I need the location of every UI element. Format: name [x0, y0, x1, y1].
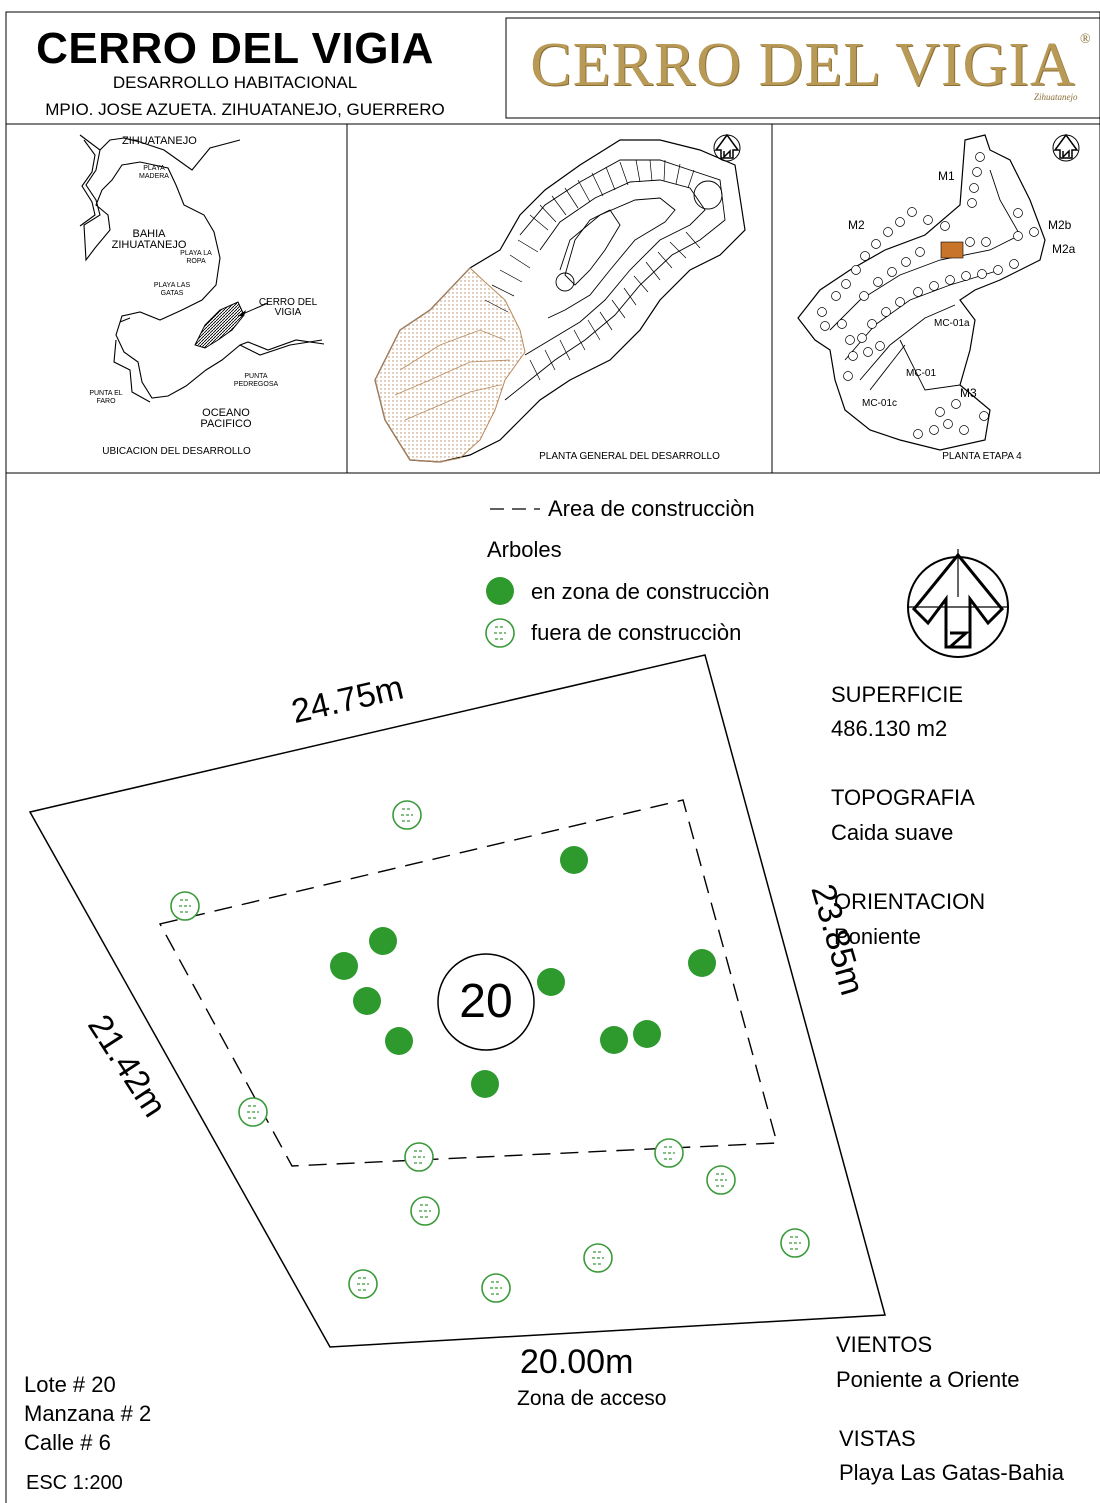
- tree-filled-icon: [486, 577, 514, 605]
- tree-outline-icon: [481, 1273, 511, 1303]
- page-location: MPIO. JOSE AZUETA. ZIHUATANEJO, GUERRERO: [45, 100, 445, 119]
- general-plan-phase: [374, 267, 526, 463]
- north-arrow-icon: [907, 549, 1009, 658]
- legend-trees-outside: fuera de construcciòn: [531, 620, 742, 645]
- topografia-value: Caida suave: [831, 820, 954, 845]
- north-arrow-icon: [1052, 134, 1080, 162]
- tree-filled-icon: [471, 1070, 499, 1098]
- label-bahia: BAHIA ZIHUATANEJO: [111, 228, 187, 251]
- logo-tagline: Zihuatanejo: [1034, 92, 1078, 102]
- label-zihuatanejo: ZIHUATANEJO: [122, 135, 197, 147]
- tree-filled-icon: [353, 987, 381, 1015]
- tree-filled-icon: [330, 952, 358, 980]
- north-arrow-icon: [713, 134, 741, 162]
- page-title: CERRO DEL VIGIA: [36, 24, 434, 73]
- vientos-value: Poniente a Oriente: [836, 1367, 1020, 1392]
- etapa-label-m2a: M2a: [1052, 242, 1076, 256]
- tree-outline-icon: [485, 618, 515, 648]
- legend-trees-inside: en zona de construcciòn: [531, 579, 770, 604]
- etapa-lot-markers: [817, 152, 1039, 439]
- caption-general: PLANTA GENERAL DEL DESARROLLO: [539, 451, 720, 462]
- vistas-value: Playa Las Gatas-Bahia: [839, 1460, 1065, 1485]
- lot-boundary: [28, 654, 886, 1348]
- etapa-label-m2: M2: [848, 218, 865, 232]
- etapa-label-m3: M3: [960, 386, 977, 400]
- label-oceano: OCEANO PACIFICO: [200, 407, 252, 430]
- label-punta-faro: PUNTA EL FARO: [89, 390, 123, 405]
- orientacion-value: Poniente: [834, 924, 921, 949]
- dim-bottom-note: Zona de acceso: [517, 1387, 667, 1410]
- superficie-label: SUPERFICIE: [831, 682, 964, 707]
- label-punta-pedregosa: PUNTA PEDREGOSA: [233, 373, 279, 388]
- tree-outline-icon: [583, 1243, 613, 1273]
- tree-outline-icon: [654, 1138, 684, 1168]
- general-plan: [374, 139, 746, 463]
- lot-info-block: Lote # 20 Manzana # 2 Calle # 6: [24, 1370, 151, 1457]
- tree-outline-icon: [348, 1269, 378, 1299]
- caption-etapa: PLANTA ETAPA 4: [942, 451, 1022, 462]
- label-playa-madera: PLAYA MADERA: [139, 165, 169, 180]
- logo-wordmark: CERRO DEL VIGIA: [530, 31, 1076, 99]
- vistas-label: VISTAS: [839, 1426, 916, 1451]
- scale-text: ESC 1:200: [26, 1472, 123, 1494]
- tree-outline-icon: [706, 1165, 736, 1195]
- label-playa-ropa: PLAYA LA ROPA: [180, 250, 212, 265]
- tree-filled-icon: [633, 1020, 661, 1048]
- lot-number-circle: [437, 953, 535, 1051]
- dim-bottom: 20.00m: [520, 1343, 634, 1381]
- etapa-label-mc01c: MC-01c: [862, 398, 898, 409]
- tree-filled-icon: [600, 1026, 628, 1054]
- calle-text: Calle # 6: [24, 1430, 111, 1455]
- tree-filled-icon: [369, 927, 397, 955]
- tree-outline-icon: [170, 891, 200, 921]
- cerro-site-shape: [194, 301, 245, 349]
- logo-registered-mark: ®: [1080, 32, 1091, 47]
- etapa-label-mc01: MC-01: [906, 368, 937, 379]
- label-cerro: CERRO DEL VIGIA: [258, 297, 318, 318]
- tree-outline-icon: [392, 800, 422, 830]
- orientacion-label: ORIENTACION: [834, 889, 986, 914]
- tree-filled-icon: [688, 949, 716, 977]
- tree-outline-icon: [238, 1097, 268, 1127]
- construction-area: [158, 799, 778, 1167]
- lote-text: Lote # 20: [24, 1372, 116, 1397]
- caption-location: UBICACION DEL DESARROLLO: [102, 446, 251, 457]
- tree-outline-icon: [780, 1228, 810, 1258]
- trees-outside: [170, 800, 810, 1303]
- tree-outline-icon: [410, 1196, 440, 1226]
- location-map: [79, 134, 325, 403]
- legend-construction-area: Area de construcciòn: [548, 496, 755, 521]
- label-playa-gatas: PLAYA LAS GATAS: [153, 282, 191, 297]
- tree-filled-icon: [537, 968, 565, 996]
- vientos-label: VIENTOS: [836, 1332, 933, 1357]
- brand-logo: CERRO DEL VIGIA ® Zihuatanejo: [506, 18, 1100, 118]
- etapa-label-mc01a: MC-01a: [934, 318, 970, 329]
- tree-filled-icon: [385, 1027, 413, 1055]
- tree-filled-icon: [560, 846, 588, 874]
- legend-trees-title: Arboles: [487, 537, 562, 562]
- page-subtitle: DESARROLLO HABITACIONAL: [112, 73, 358, 92]
- etapa-label-m2b: M2b: [1048, 218, 1072, 232]
- manzana-text: Manzana # 2: [24, 1401, 152, 1426]
- lot-number: 20: [459, 975, 513, 1028]
- topografia-label: TOPOGRAFIA: [831, 785, 975, 810]
- tree-outline-icon: [404, 1142, 434, 1172]
- superficie-value: 486.130 m2: [831, 716, 948, 741]
- etapa-highlight-lot: [940, 241, 964, 259]
- etapa-label-m1: M1: [938, 169, 955, 183]
